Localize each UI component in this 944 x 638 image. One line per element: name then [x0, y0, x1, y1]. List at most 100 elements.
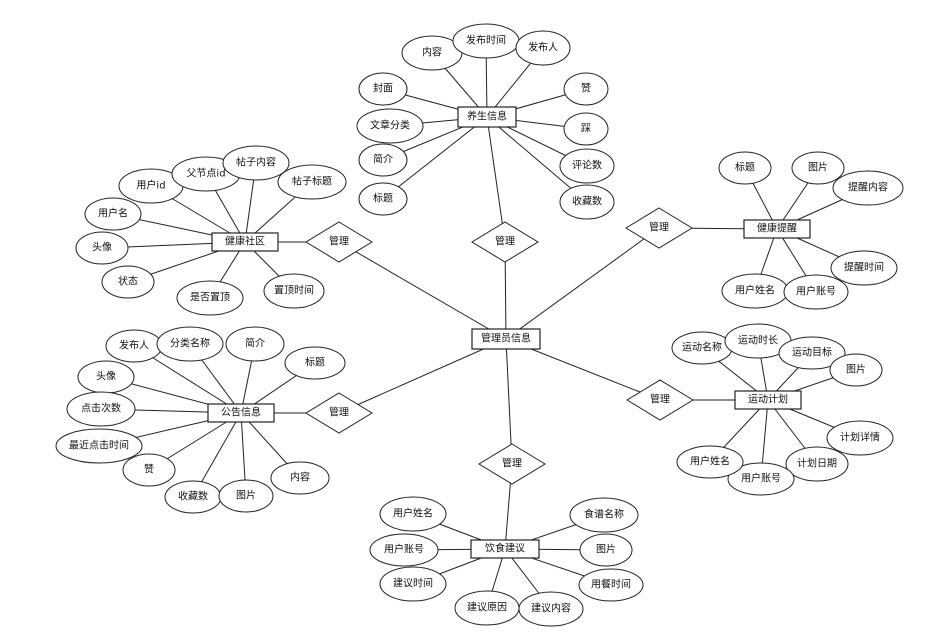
relationship-yangsheng [471, 221, 539, 263]
attribute-yangsheng-2 [515, 30, 571, 66]
attribute-gonggao-5-label: 点击次数 [81, 402, 121, 415]
entity-gonggao [207, 403, 275, 423]
entity-gonggao-label: 公告信息 [221, 406, 261, 419]
attribute-yangsheng-9-label: 评论数 [572, 159, 602, 172]
attribute-yangsheng-5-label: 简介 [373, 153, 393, 166]
attribute-shequ-8 [263, 273, 325, 309]
attribute-gonggao-7 [122, 453, 176, 487]
relationship-gonggao [305, 392, 373, 434]
attribute-shequ-7 [176, 280, 244, 316]
relationship-yangsheng-label: 管理 [495, 235, 515, 248]
relationship-tixing [625, 207, 693, 249]
attribute-yangsheng-4-label: 文章分类 [370, 119, 410, 132]
attribute-yundong-1-label: 运动时长 [738, 335, 778, 347]
attribute-yinshi-5 [569, 497, 639, 533]
attribute-yangsheng-3-label: 封面 [373, 82, 393, 95]
attribute-shequ-4-label: 用户名 [98, 207, 128, 220]
attribute-shequ-2-label: 帖子内容 [236, 156, 276, 169]
attribute-yundong-7-label: 用户姓名 [690, 455, 730, 468]
attribute-yundong-2 [778, 336, 846, 370]
attribute-yinshi-6-label: 图片 [596, 543, 616, 556]
attribute-gonggao-5 [66, 391, 136, 427]
attribute-gonggao-2-label: 简介 [245, 337, 265, 350]
attribute-yangsheng-1-label: 发布时间 [466, 34, 506, 47]
attribute-yundong-7 [676, 445, 744, 479]
attribute-gonggao-6 [55, 428, 143, 464]
attribute-gonggao-2 [225, 326, 285, 362]
attribute-yangsheng-9 [559, 148, 615, 184]
attribute-gonggao-10-label: 内容 [290, 471, 310, 484]
attribute-gonggao-8-label: 收藏数 [178, 490, 208, 503]
entity-shequ-label: 健康社区 [225, 235, 265, 248]
attribute-yinshi-5-label: 食谱名称 [584, 508, 624, 521]
attribute-yundong-4 [826, 420, 894, 456]
attribute-yinshi-1 [369, 533, 439, 567]
attribute-yinshi-7-label: 用餐时间 [591, 578, 631, 591]
attribute-gonggao-4-label: 头像 [96, 371, 116, 383]
entity-yinshi [470, 539, 540, 559]
attribute-yundong-6-label: 用户账号 [741, 472, 781, 485]
relationship-yinshi-label: 管理 [502, 457, 522, 470]
attribute-tixing-5 [783, 274, 849, 310]
attribute-shequ-8-label: 置顶时间 [274, 284, 314, 297]
attribute-yangsheng-8-label: 踩 [581, 123, 591, 135]
attribute-yangsheng-4 [356, 108, 424, 144]
attribute-yundong-3 [829, 353, 883, 387]
relationship-yinshi [478, 443, 546, 485]
attribute-tixing-2 [832, 170, 904, 206]
attribute-yangsheng-6-label: 标题 [373, 193, 393, 205]
attribute-yangsheng-5 [358, 143, 408, 177]
attribute-yinshi-0 [379, 496, 447, 532]
attribute-gonggao-10 [270, 461, 330, 495]
relationship-line [338, 338, 507, 414]
relationship-line [505, 227, 660, 340]
attribute-shequ-1-label: 父节点id [186, 168, 225, 180]
entity-tixing-label: 健康提醒 [757, 222, 797, 235]
attribute-yinshi-6 [579, 533, 633, 567]
relationship-shequ [305, 221, 373, 263]
attribute-shequ-4 [84, 197, 142, 231]
attribute-gonggao-3-label: 标题 [305, 357, 325, 369]
attribute-gonggao-1 [156, 326, 224, 362]
attribute-yinshi-7 [578, 568, 644, 602]
relationship-line [338, 241, 507, 340]
attribute-tixing-0-label: 标题 [735, 162, 755, 174]
attribute-tixing-1-label: 图片 [808, 161, 828, 174]
attribute-yinshi-0-label: 用户姓名 [393, 507, 433, 520]
attribute-gonggao-3 [284, 346, 346, 380]
relationship-line [486, 116, 506, 243]
attribute-tixing-2-label: 提醒内容 [848, 181, 888, 194]
attribute-gonggao-9 [218, 479, 274, 513]
attribute-tixing-4-label: 用户姓名 [735, 284, 775, 297]
attribute-yundong-0-label: 运动名称 [682, 341, 722, 354]
relationship-tixing-label: 管理 [649, 221, 669, 234]
attribute-shequ-6 [101, 265, 155, 299]
attribute-tixing-3 [830, 250, 898, 286]
attribute-shequ-6-label: 状态 [118, 275, 138, 288]
attribute-shequ-5 [75, 231, 129, 265]
entity-yangsheng-label: 养生信息 [467, 110, 507, 123]
attribute-yundong-2-label: 运动目标 [792, 347, 832, 359]
attribute-yundong-5-label: 计划日期 [797, 457, 837, 470]
entity-shequ [211, 232, 279, 252]
entity-admin-info-label: 管理员信息 [481, 332, 531, 345]
attribute-yundong-3-label: 图片 [846, 363, 866, 376]
attribute-yinshi-2-label: 建议时间 [393, 577, 433, 590]
attribute-line [382, 116, 488, 200]
attribute-tixing-3-label: 提醒时间 [844, 261, 884, 274]
attribute-shequ-3 [277, 164, 347, 200]
attribute-shequ-0-label: 用户id [136, 179, 165, 192]
attribute-gonggao-7-label: 赞 [144, 463, 154, 476]
attribute-yangsheng-8 [563, 112, 609, 146]
entity-tixing [743, 219, 811, 239]
attribute-yinshi-3-label: 建议原因 [467, 601, 507, 614]
entity-yinshi-label: 饮食建议 [485, 542, 525, 555]
attribute-line [486, 116, 588, 203]
entity-yundong [734, 390, 802, 410]
relationship-line [505, 338, 513, 465]
attribute-yangsheng-3 [358, 72, 408, 106]
attribute-yinshi-4 [518, 591, 584, 627]
attribute-yangsheng-7-label: 赞 [581, 82, 591, 95]
attribute-yangsheng-2-label: 发布人 [528, 41, 558, 54]
